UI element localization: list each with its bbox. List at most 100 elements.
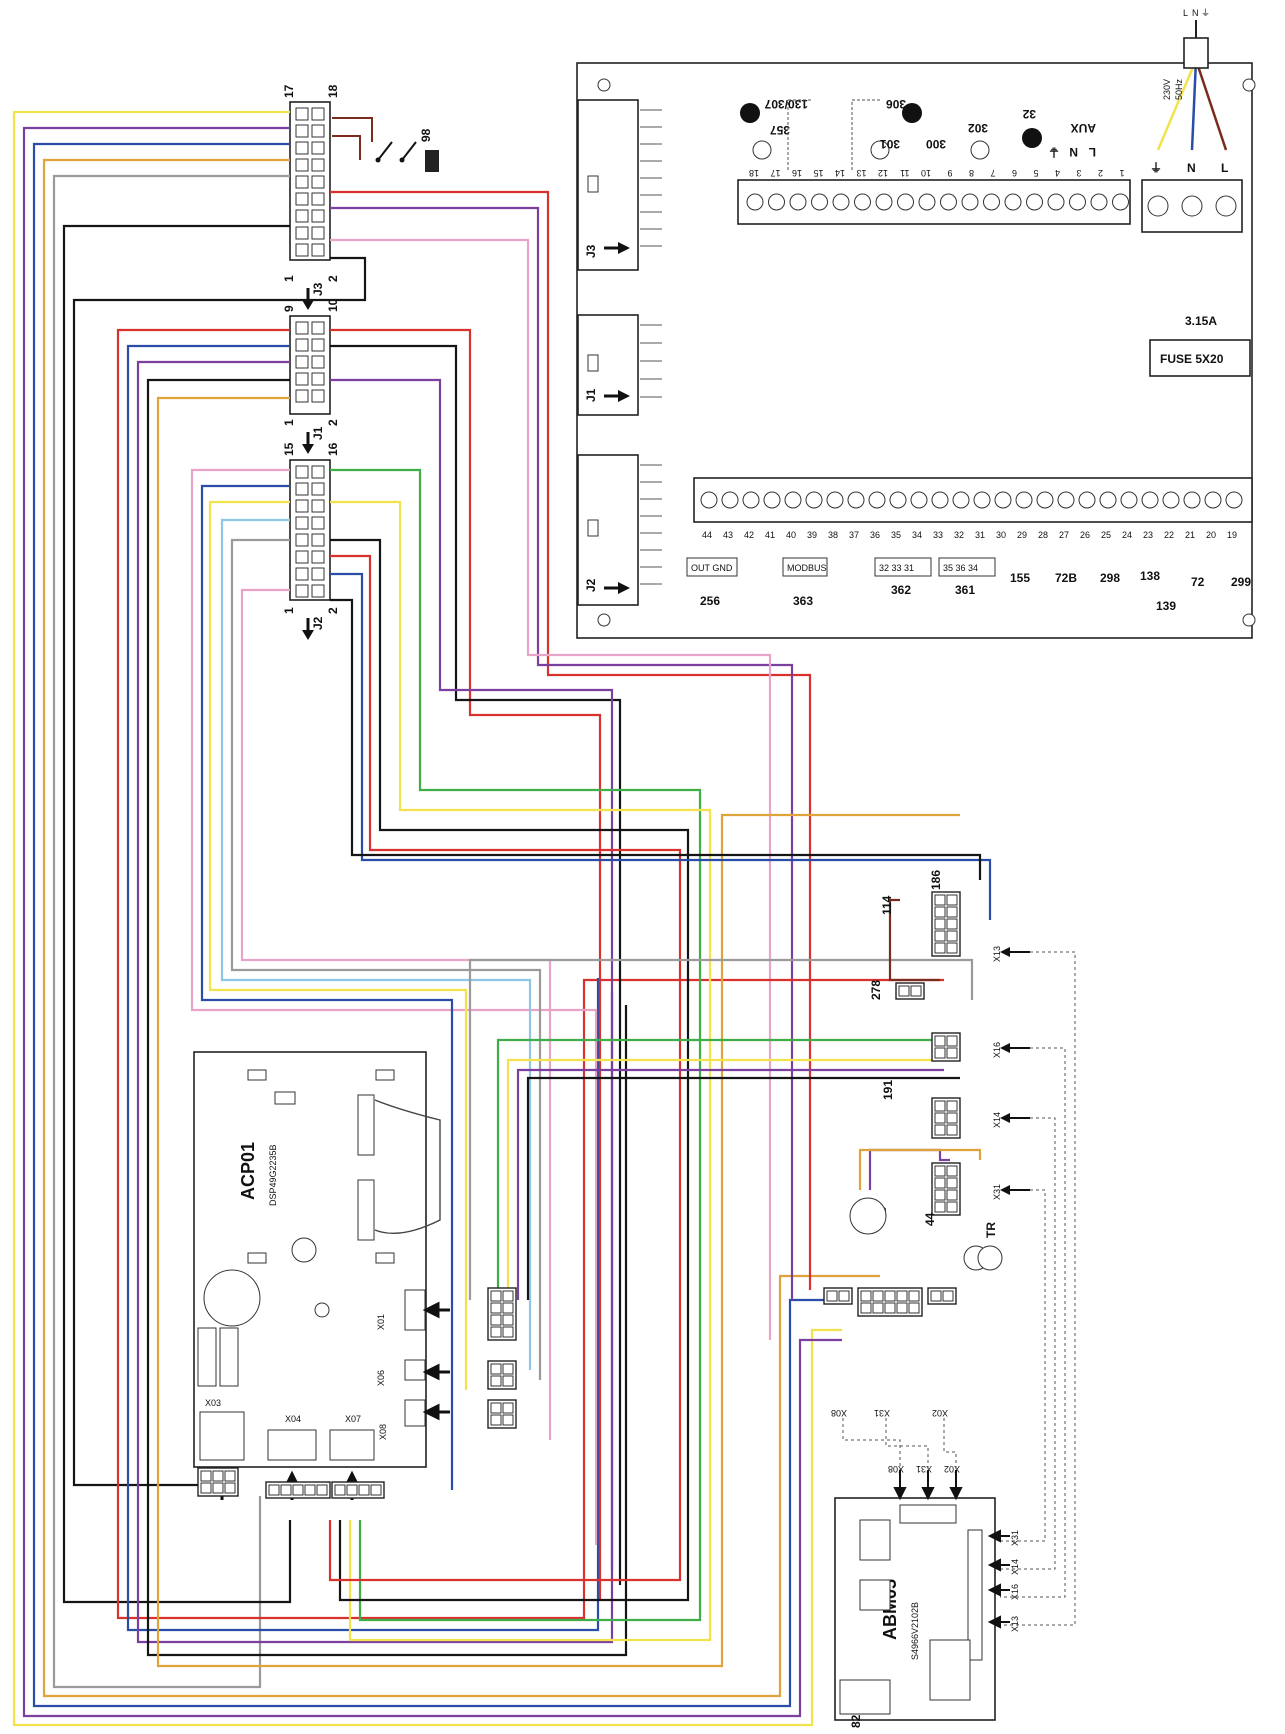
- connector-pin: [946, 942, 958, 954]
- component-box: [874, 557, 932, 577]
- wire-purple: [330, 378, 614, 1570]
- connector-pin: [872, 1290, 884, 1302]
- dashed-link: [1000, 1117, 1056, 1570]
- terminal-number: 22: [1164, 530, 1174, 540]
- terminal-number: 20: [1206, 530, 1216, 540]
- connector-pin: [311, 465, 325, 479]
- abm-port-arrow: [987, 1529, 1010, 1543]
- terminal-number: 38: [828, 530, 838, 540]
- terminal-screw: [940, 193, 957, 211]
- wire-black: [330, 598, 982, 880]
- terminal-screw: [910, 491, 928, 509]
- power-voltage: 230V: [1162, 79, 1172, 100]
- abm-port-arrow: [987, 1558, 1010, 1572]
- terminal-screw: [897, 193, 914, 211]
- main-board-outline: [576, 62, 1253, 639]
- terminal-number: 17: [770, 168, 780, 178]
- terminal-screw: [1183, 491, 1201, 509]
- terminal-number: 13: [856, 168, 866, 178]
- component-id-label: 72: [1191, 575, 1205, 589]
- component-sub-label: 35 36 34: [943, 563, 978, 573]
- terminal-screw: [832, 193, 850, 211]
- wire-orange: [42, 158, 880, 1698]
- acp01-code: DSP49G2235B: [268, 1144, 278, 1206]
- j3-pin-17: 17: [282, 84, 296, 98]
- j2-pin-15: 15: [282, 442, 296, 456]
- wire-pink: [330, 238, 772, 1340]
- port-label: X13: [992, 946, 1002, 962]
- terminal-number: 28: [1038, 530, 1048, 540]
- abm-port-arrow: [987, 1583, 1010, 1597]
- wire-red: [330, 328, 602, 1600]
- connector-pin: [295, 465, 309, 479]
- component-id-label: 139: [1156, 599, 1176, 613]
- terminal-screw: [1090, 193, 1108, 211]
- abm-port-label: X13: [1010, 1616, 1020, 1632]
- terminal-number: 12: [878, 168, 888, 178]
- terminal-screw: [889, 491, 907, 509]
- terminal-number: 11: [900, 168, 909, 178]
- connector-pin: [295, 533, 309, 547]
- abm-top-arrow: [949, 1470, 963, 1501]
- connector-pin: [295, 516, 309, 530]
- fuse: FUSE 5X20 3.15A: [1149, 314, 1251, 377]
- connector-pin: [295, 158, 309, 172]
- pump-icon: [1022, 128, 1042, 148]
- abm-port-arrow: [987, 1615, 1010, 1629]
- terminal-screw: [847, 491, 865, 509]
- wire-orange: [858, 1148, 982, 1190]
- wire-black: [330, 538, 690, 1602]
- connector-pin: [946, 1189, 958, 1201]
- connector-pin: [200, 1482, 212, 1494]
- terminal-number: 10: [921, 168, 931, 178]
- terminal-number: 24: [1122, 530, 1132, 540]
- connector-pin: [295, 482, 309, 496]
- terminal-number: 36: [870, 530, 880, 540]
- connector-pin: [295, 550, 309, 564]
- connector-pin: [908, 1302, 920, 1314]
- connector-pin: [910, 985, 922, 997]
- wire-black: [72, 256, 367, 1487]
- j2-pin-2: 2: [326, 607, 340, 614]
- fuse-label: FUSE 5X20: [1160, 352, 1224, 366]
- terminal-screw: [961, 193, 979, 211]
- connector-pin: [295, 107, 309, 121]
- connector-pin: [295, 209, 309, 223]
- board-header-j3: J3: [577, 99, 639, 271]
- terminal-number: 23: [1143, 530, 1153, 540]
- terminal-number: 6: [1012, 168, 1017, 178]
- pump-icon: [970, 140, 990, 160]
- abm05-board: ABM05 S4966V2102B 82 X31X14X16X13X08X31X…: [831, 1408, 1020, 1728]
- connector-pin: [295, 175, 309, 189]
- connector-pin: [946, 1177, 958, 1189]
- connector-pin: [490, 1375, 502, 1387]
- fuse-rating: 3.15A: [1185, 314, 1217, 328]
- abm05-code: S4966V2102B: [910, 1602, 920, 1660]
- comp-tr: TR: [984, 1222, 998, 1238]
- terminal-number: 1: [1119, 168, 1124, 178]
- component-sub-label: OUT GND: [691, 563, 733, 573]
- terminal-screw: [746, 193, 764, 211]
- aux-earth: ⏚: [1048, 145, 1060, 159]
- dashed-link: [1000, 951, 1076, 1626]
- port-label: X14: [992, 1112, 1002, 1128]
- terminal-number: 9: [947, 168, 952, 178]
- remote-port-label: X31: [874, 1408, 890, 1418]
- terminal-screw: [1141, 491, 1159, 509]
- connector-pin: [946, 918, 958, 930]
- j1-label: J1: [311, 426, 325, 440]
- acp01-name: ACP01: [238, 1142, 258, 1200]
- connector-pin: [930, 1290, 942, 1302]
- terminal-number: 16: [792, 168, 802, 178]
- acp-port-x07: X07: [345, 1414, 361, 1424]
- connector-pin: [295, 141, 309, 155]
- power-terminal-block: ⏚ N L L N ⏚ 230V 50Hz: [1141, 8, 1243, 233]
- connector-j2: 15 16 1 2 J2: [282, 442, 340, 640]
- component-id-label: 298: [1100, 571, 1120, 585]
- terminal-screw: [784, 491, 802, 509]
- wire-purple: [330, 206, 794, 1300]
- terminal-screw: [994, 491, 1012, 509]
- terminal-screw: [700, 491, 718, 509]
- connector-pin: [311, 158, 325, 172]
